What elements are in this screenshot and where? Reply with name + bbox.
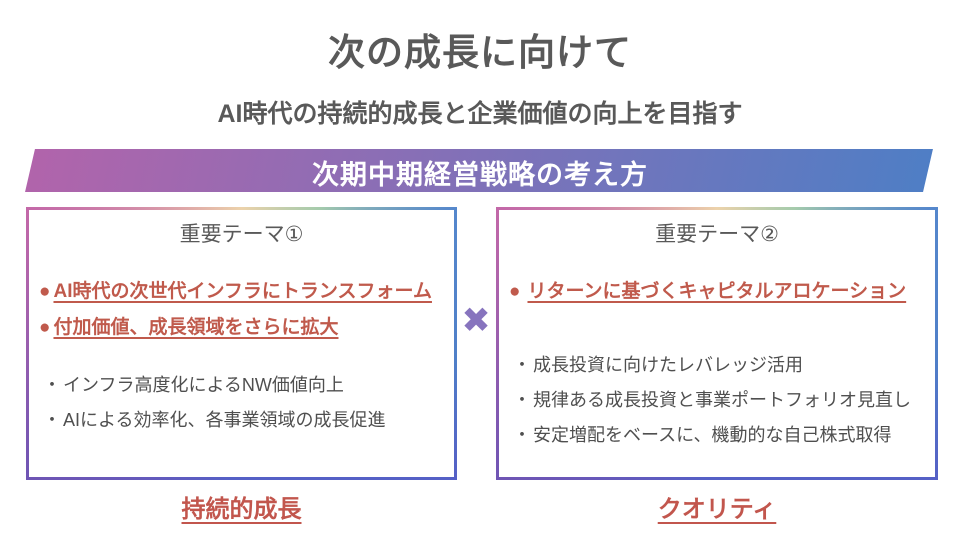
bullet-icon: ● [509, 281, 521, 302]
dot-bullet-icon: ・ [43, 410, 61, 430]
dot-bullet-icon: ・ [43, 375, 61, 395]
bullet-icon: ● [39, 281, 51, 302]
theme-box-2: 重要テーマ② ●リターンに基づくキャピタルアロケーション ・成長投資に向けたレバ… [496, 207, 938, 480]
key-point: ●AI時代の次世代インフラにトランスフォーム [39, 279, 444, 305]
sub-point-text: インフラ高度化によるNW価値向上 [63, 375, 344, 395]
slide-subtitle: AI時代の持続的成長と企業価値の向上を目指す [217, 100, 743, 128]
bullet-icon: ● [39, 317, 51, 338]
slide-title: 次の成長に向けて [328, 32, 632, 73]
footer-label-text: クオリティ [657, 496, 777, 523]
key-point: ● リターンに基づくキャピタルアロケーション [509, 279, 925, 305]
dot-bullet-icon: ・ [513, 355, 531, 375]
theme-1-sub-points: ・インフラ高度化によるNW価値向上 ・AIによる効率化、各事業領域の成長促進 [43, 372, 444, 433]
multiply-icon: ✖ [461, 301, 491, 340]
dot-bullet-icon: ・ [513, 425, 531, 445]
sub-point: ・成長投資に向けたレバレッジ活用 [513, 352, 925, 378]
theme-1-key-points: ●AI時代の次世代インフラにトランスフォーム ●付加価値、成長領域をさらに拡大 [39, 279, 444, 341]
key-point-text: 付加価値、成長領域をさらに拡大 [53, 317, 339, 338]
theme-2-key-points: ● リターンに基づくキャピタルアロケーション [509, 279, 925, 305]
footer-label-text: 持続的成長 [181, 496, 302, 523]
sub-point: ・規律ある成長投資と事業ポートフォリオ見直し [513, 387, 925, 413]
theme-1-header: 重要テーマ① [179, 223, 304, 246]
sub-point: ・安定増配をベースに、機動的な自己株式取得 [513, 422, 925, 448]
theme-2-sub-points: ・成長投資に向けたレバレッジ活用 ・規律ある成長投資と事業ポートフォリオ見直し … [513, 352, 925, 448]
theme-2-header: 重要テーマ② [655, 223, 779, 246]
key-point: ●付加価値、成長領域をさらに拡大 [39, 315, 444, 341]
theme-box-2-inner: 重要テーマ② ●リターンに基づくキャピタルアロケーション ・成長投資に向けたレバ… [499, 210, 935, 477]
sub-point-text: 規律ある成長投資と事業ポートフォリオ見直し [533, 390, 911, 410]
sub-point-text: AIによる効率化、各事業領域の成長促進 [63, 410, 386, 430]
theme-2-footer-label: クオリティ [496, 489, 938, 524]
sub-point: ・AIによる効率化、各事業領域の成長促進 [43, 407, 444, 433]
key-point-text: リターンに基づくキャピタルアロケーション [527, 281, 907, 302]
sub-point-text: 成長投資に向けたレバレッジ活用 [533, 355, 803, 375]
theme-1-footer-label: 持続的成長 [26, 489, 457, 524]
strategy-banner-label: 次期中期経営戦略の考え方 [312, 160, 648, 190]
theme-box-1-inner: 重要テーマ① ●AI時代の次世代インフラにトランスフォーム ●付加価値、成長領域… [29, 210, 454, 477]
dot-bullet-icon: ・ [513, 390, 531, 410]
sub-point: ・インフラ高度化によるNW価値向上 [43, 372, 444, 398]
key-point-text: AI時代の次世代インフラにトランスフォーム [53, 281, 432, 302]
sub-point-text: 安定増配をベースに、機動的な自己株式取得 [533, 425, 892, 445]
theme-box-1: 重要テーマ① ●AI時代の次世代インフラにトランスフォーム ●付加価値、成長領域… [26, 207, 457, 480]
